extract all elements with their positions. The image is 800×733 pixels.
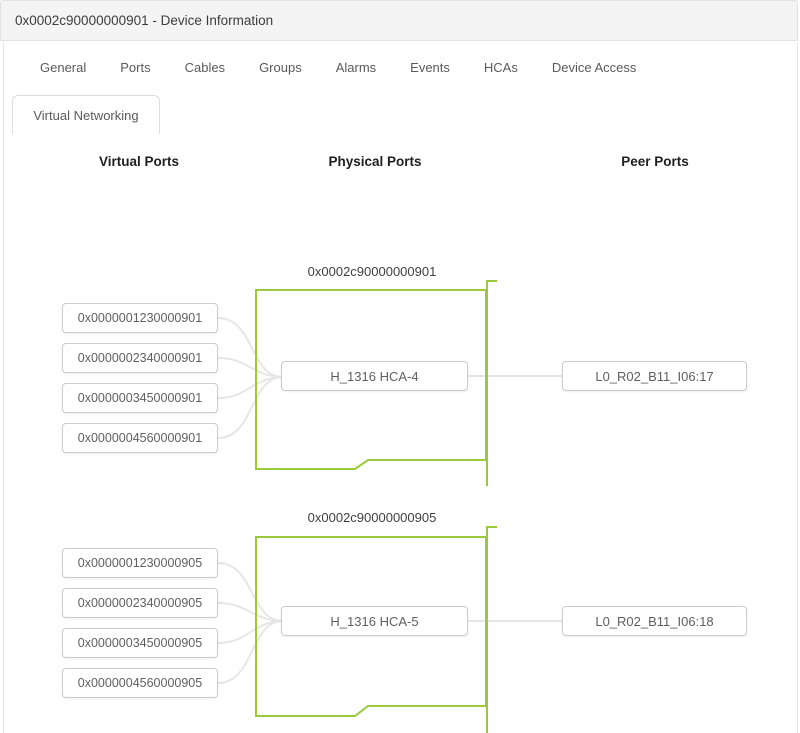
column-header-physical-ports: Physical Ports (328, 154, 422, 169)
peer-port-box: L0_R02_B11_I06:18 (562, 606, 747, 636)
virtual-port-box: 0x0000004560000905 (62, 668, 218, 698)
tab-bar: General Ports Cables Groups Alarms Event… (40, 60, 636, 75)
connector-curve (217, 562, 283, 622)
device-guid-label: 0x0002c90000000901 (307, 264, 437, 279)
virtual-port-box: 0x0000002340000901 (62, 343, 218, 373)
virtual-port-box: 0x0000002340000905 (62, 588, 218, 618)
physical-port-box: H_1316 HCA-4 (281, 361, 468, 391)
tab-groups[interactable]: Groups (259, 60, 302, 75)
dialog-header: 0x0002c90000000901 - Device Information (0, 0, 798, 41)
virtual-port-box: 0x0000001230000905 (62, 548, 218, 578)
virtual-port-box: 0x0000004560000901 (62, 423, 218, 453)
tab-cables[interactable]: Cables (184, 60, 226, 75)
device-bracket (486, 280, 497, 486)
connector-curve (217, 620, 283, 684)
column-header-peer-ports: Peer Ports (621, 154, 689, 169)
connector-curve (217, 376, 283, 399)
tab-device-access[interactable]: Device Access (551, 60, 637, 75)
dialog-title: 0x0002c90000000901 - Device Information (15, 13, 274, 28)
tab-hcas[interactable]: HCAs (483, 60, 518, 75)
virtual-port-box: 0x0000001230000901 (62, 303, 218, 333)
connector-curve (217, 620, 283, 644)
peer-port-box: L0_R02_B11_I06:17 (562, 361, 747, 391)
device-bracket (486, 526, 497, 733)
tab-general[interactable]: General (40, 60, 87, 75)
tab-alarms[interactable]: Alarms (335, 60, 377, 75)
connector-curve (217, 317, 283, 378)
connector-curve (217, 357, 283, 378)
connector-curve (217, 376, 283, 439)
tab-virtual-networking-label: Virtual Networking (33, 107, 139, 123)
tab-events[interactable]: Events (410, 60, 450, 75)
tab-virtual-networking[interactable]: Virtual Networking (12, 95, 160, 134)
virtual-port-box: 0x0000003450000905 (62, 628, 218, 658)
tab-ports[interactable]: Ports (120, 60, 151, 75)
connector-curve (217, 602, 283, 622)
physical-port-box: H_1316 HCA-5 (281, 606, 468, 636)
device-guid-label: 0x0002c90000000905 (307, 510, 437, 525)
column-header-virtual-ports: Virtual Ports (98, 154, 180, 169)
virtual-port-box: 0x0000003450000901 (62, 383, 218, 413)
